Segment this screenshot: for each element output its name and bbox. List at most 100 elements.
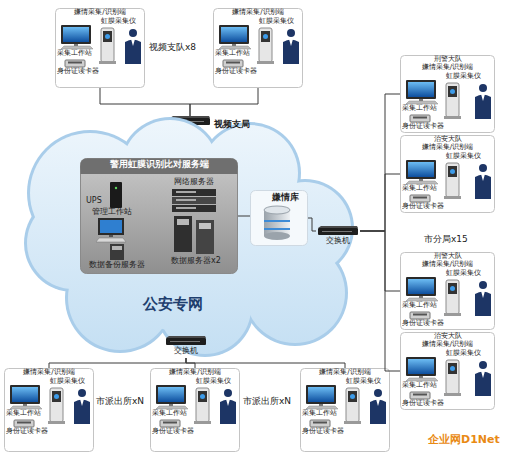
monitor-stand bbox=[419, 179, 423, 181]
node-label: 管理工作站 bbox=[84, 208, 140, 217]
scanner-base bbox=[444, 116, 461, 119]
iris-eye bbox=[450, 366, 455, 371]
node-label: 网络服务器 bbox=[154, 178, 234, 187]
node-label: 嫌情库 bbox=[272, 193, 299, 202]
node-label: 采集工作站 bbox=[402, 105, 437, 113]
scanner-base bbox=[257, 61, 274, 64]
node-label: 身份证读卡器 bbox=[152, 428, 194, 436]
person-body bbox=[74, 400, 90, 425]
iris-eye bbox=[54, 394, 59, 399]
cylinder-band bbox=[264, 220, 290, 222]
network-link bbox=[360, 94, 400, 231]
switch-ports bbox=[170, 341, 200, 342]
rack-panel bbox=[176, 191, 196, 193]
keyboard bbox=[96, 238, 126, 242]
person-shirt bbox=[481, 174, 485, 181]
group-frame bbox=[56, 9, 145, 88]
card-slot bbox=[413, 117, 427, 119]
card-reader bbox=[65, 60, 85, 67]
monitor-screen bbox=[158, 387, 184, 402]
switch-body bbox=[166, 338, 206, 345]
card-slot bbox=[313, 422, 327, 424]
person-body bbox=[475, 372, 491, 397]
monitor-stand bbox=[319, 404, 323, 406]
person-head bbox=[78, 389, 86, 397]
monitor-frame bbox=[156, 385, 186, 404]
monitor-screen bbox=[63, 27, 89, 42]
iris-eye bbox=[450, 286, 455, 291]
card-slot bbox=[413, 197, 427, 199]
ups-device: UPS bbox=[86, 180, 130, 208]
keyboard bbox=[306, 406, 338, 409]
keyboard bbox=[156, 406, 188, 409]
site-label: 视频支局 bbox=[214, 120, 250, 130]
iris-scanner bbox=[346, 388, 359, 422]
tower-body bbox=[110, 244, 124, 260]
data-server: 数据服务器x2 bbox=[158, 214, 234, 270]
person-shirt bbox=[481, 371, 485, 378]
monitor-frame bbox=[10, 385, 40, 404]
node-label: 治安大队 bbox=[400, 136, 495, 144]
terminal-group: 治安大队嫌情采集/识别端采集工作站虹膜采集仪身份证读卡器 bbox=[400, 135, 495, 213]
node-label: 虹膜采集仪 bbox=[446, 153, 481, 161]
card-reader bbox=[223, 60, 243, 67]
tower-panel bbox=[199, 223, 211, 229]
monitor-stand bbox=[419, 99, 423, 101]
node-label: 嫌情采集/识别端 bbox=[300, 369, 390, 377]
card-slot bbox=[413, 314, 427, 316]
card-reader bbox=[410, 392, 430, 399]
group-count-label: 市派出所xN bbox=[243, 397, 291, 407]
monitor-stand bbox=[232, 44, 236, 46]
person-head bbox=[479, 281, 487, 289]
scanner-base bbox=[444, 393, 461, 396]
node-label: UPS bbox=[86, 197, 102, 206]
terminal-group: 嫌情采集/识别端采集工作站虹膜采集仪身份证读卡器 bbox=[150, 368, 240, 452]
node-label: 警用虹膜识别比对服务端 bbox=[80, 160, 238, 169]
rack-unit bbox=[172, 189, 216, 196]
group-count-label: 市分局x15 bbox=[424, 235, 468, 245]
iris-window bbox=[448, 166, 457, 177]
cylinder-bottom bbox=[264, 232, 290, 240]
node-label: 身份证读卡器 bbox=[402, 320, 444, 328]
monitor-stand bbox=[23, 404, 27, 406]
network-link bbox=[360, 174, 400, 231]
scanner-base bbox=[444, 196, 461, 199]
person-head bbox=[479, 361, 487, 369]
scanner-base bbox=[444, 313, 461, 316]
node-label: 身份证读卡器 bbox=[302, 428, 344, 436]
card-reader bbox=[410, 312, 430, 319]
person-head bbox=[374, 389, 382, 397]
node-label: 交换机 bbox=[164, 347, 208, 356]
network-link bbox=[190, 88, 258, 116]
node-label: 公安专网 bbox=[143, 296, 203, 313]
monitor-stand bbox=[109, 235, 113, 237]
iris-eye bbox=[350, 394, 355, 399]
person-head bbox=[479, 84, 487, 92]
iris-window bbox=[448, 283, 457, 294]
monitor-screen bbox=[12, 387, 38, 402]
monitor-screen bbox=[408, 279, 434, 294]
network-link bbox=[186, 358, 345, 368]
iris-eye bbox=[450, 89, 455, 94]
group-count-label: 视频支队x8 bbox=[149, 43, 196, 53]
terminal-group: 刑警大队嫌情采集/识别端采集工作站虹膜采集仪身份证读卡器 bbox=[400, 252, 495, 330]
database: 嫌情库 bbox=[250, 190, 308, 246]
switch-ports bbox=[322, 231, 352, 232]
iris-scanner bbox=[101, 28, 114, 62]
monitor-frame bbox=[406, 80, 436, 99]
person-body bbox=[370, 400, 386, 425]
network-switch: 交换机 bbox=[164, 336, 208, 358]
keyboard bbox=[219, 46, 251, 49]
node-label: 身份证读卡器 bbox=[57, 68, 99, 76]
person-shirt bbox=[131, 39, 135, 46]
monitor-frame bbox=[61, 25, 91, 44]
card-slot bbox=[163, 422, 177, 424]
node-label: 身份证读卡器 bbox=[215, 68, 257, 76]
monitor-screen bbox=[408, 359, 434, 374]
person-body bbox=[125, 40, 141, 65]
tower-body bbox=[174, 216, 192, 252]
keyboard bbox=[406, 101, 438, 104]
tower-body bbox=[196, 220, 214, 254]
iris-eye bbox=[105, 34, 110, 39]
backup-server: 数据备份服务器 bbox=[84, 244, 150, 272]
